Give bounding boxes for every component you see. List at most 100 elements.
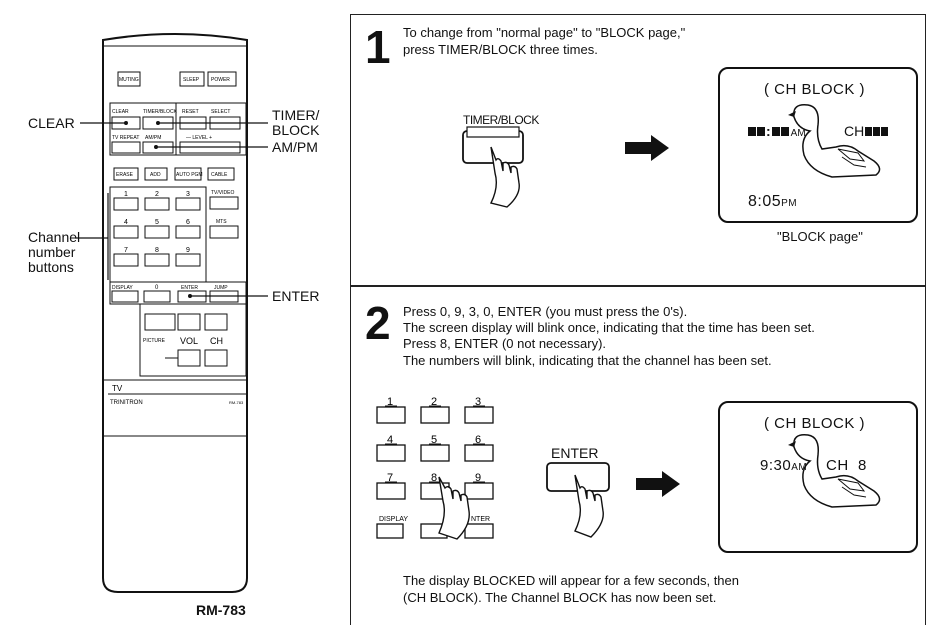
ampm-label-small: AM/PM: [145, 135, 161, 141]
svg-text:VOL: VOL: [180, 336, 198, 346]
remote-digit-label-3: 3: [186, 191, 190, 198]
remote-model-label: RM-783: [196, 602, 246, 618]
step1-caption: "BLOCK page": [777, 229, 863, 244]
remote-digit-label-8: 8: [155, 247, 159, 254]
remote-digit-button-1[interactable]: [113, 197, 139, 211]
keypad-digit-label-9: 9: [475, 472, 481, 484]
remote-digit-button-8[interactable]: [144, 253, 170, 267]
remote-digit-label-4: 4: [124, 219, 128, 226]
keypad-digit-button-9[interactable]: [464, 482, 494, 500]
step1-screen-title: ( CH BLOCK ): [764, 81, 866, 98]
step1-panel: 1 To change from "normal page" to "BLOCK…: [350, 14, 926, 286]
remote-digit-button-4[interactable]: [113, 225, 139, 239]
swan-icon: [788, 434, 881, 508]
svg-text:PICTURE: PICTURE: [143, 338, 166, 344]
step2-panel: 2 Press 0, 9, 3, 0, ENTER (you must pres…: [350, 286, 926, 625]
remote-digit-button-6[interactable]: [175, 225, 201, 239]
remote-model-small: RM-783: [229, 400, 244, 405]
remote-digit-button-3[interactable]: [175, 197, 201, 211]
step2-screen-title: ( CH BLOCK ): [764, 415, 866, 432]
display-button: [111, 290, 139, 303]
svg-text:ADD: ADD: [150, 172, 161, 178]
ch-up-button: [204, 313, 228, 331]
svg-text:ERASE: ERASE: [116, 172, 134, 178]
step2-instruction-line1: Press 0, 9, 3, 0, ENTER (you must press …: [403, 304, 688, 319]
keypad-display-label: DISPLAY: [379, 516, 408, 523]
sleep-button: [179, 71, 205, 87]
step2-footer-line2: (CH BLOCK). The Channel BLOCK has now be…: [403, 590, 717, 605]
keypad-digit-button-3[interactable]: [464, 406, 494, 424]
keypad-digit-button-6[interactable]: [464, 444, 494, 462]
callout-timer-block: TIMER/ BLOCK: [272, 107, 320, 138]
remote-digit-button-5[interactable]: [144, 225, 170, 239]
vol-down-button: [177, 349, 201, 367]
keypad-digit-button-5[interactable]: [420, 444, 450, 462]
mts-button: [209, 225, 239, 239]
keypad-digit-label-3: 3: [475, 396, 481, 408]
timer-block-press-illustration: [462, 126, 524, 208]
timer-block-button-label: TIMER/BLOCK: [463, 113, 539, 127]
remote-digit-button-7[interactable]: [113, 253, 139, 267]
remote-digit-label-9: 9: [186, 247, 190, 254]
step1-tv-screen: ( CH BLOCK ) :AM CH 8:05PM: [718, 67, 918, 223]
svg-text:CH: CH: [210, 336, 223, 346]
step2-instruction-line2: The screen display will blink once, indi…: [403, 320, 815, 335]
enter-button-label: ENTER: [551, 445, 599, 461]
vol-up-button: [177, 313, 201, 331]
svg-text:TV/VIDEO: TV/VIDEO: [211, 190, 234, 196]
step1-number: 1: [365, 21, 391, 73]
level-label-small: — LEVEL +: [186, 135, 212, 141]
svg-text:DISPLAY: DISPLAY: [112, 285, 133, 291]
keypad-digit-label-4: 4: [387, 434, 393, 446]
keypad-digit-label-7: 7: [387, 472, 393, 484]
keypad-digit-button-7[interactable]: [376, 482, 406, 500]
step1-screen-ampm: AM: [790, 128, 806, 139]
remote-digit-button-9[interactable]: [175, 253, 201, 267]
keypad-digit-label-2: 2: [431, 396, 437, 408]
keypad-digit-label-5: 5: [431, 434, 437, 446]
svg-text:MTS: MTS: [216, 219, 227, 225]
add-button: [144, 167, 168, 181]
remote-digit-button-2[interactable]: [144, 197, 170, 211]
step2-screen-channel: CH 8: [826, 457, 867, 474]
power-label: POWER: [211, 77, 230, 83]
step2-instruction-line3: Press 8, ENTER (0 not necessary).: [403, 336, 607, 351]
callout-clear: CLEAR: [28, 115, 75, 131]
step1-screen-time-placeholder: :AM: [748, 123, 806, 139]
remote-digit-label-7: 7: [124, 247, 128, 254]
tv-video-button: [209, 196, 239, 210]
arrow-right-icon: [636, 471, 680, 497]
step2-tv-screen: ( CH BLOCK ) 9:30AM CH 8: [718, 401, 918, 553]
step1-screen-clock: 8:05PM: [748, 193, 798, 210]
step1-instruction-line2: press TIMER/BLOCK three times.: [403, 42, 598, 57]
trinitron-label: TRINITRON: [110, 400, 143, 406]
step1-instruction-line1: To change from "normal page" to "BLOCK p…: [403, 25, 686, 40]
callout-ampm: AM/PM: [272, 139, 318, 155]
cable-button: [207, 167, 235, 181]
step2-number: 2: [365, 297, 391, 349]
keypad-digit-button-4[interactable]: [376, 444, 406, 462]
svg-text:ENTER: ENTER: [181, 285, 198, 291]
ch-down-button: [204, 349, 228, 367]
keypad-enter-label: NTER: [471, 516, 490, 523]
callout-enter: ENTER: [272, 288, 320, 304]
keypad-digit-button-1[interactable]: [376, 406, 406, 424]
arrow-right-icon: [625, 135, 669, 161]
step2-footer-line1: The display BLOCKED will appear for a fe…: [403, 573, 740, 588]
step2-screen-time: 9:30AM: [760, 457, 808, 474]
remote-control-illustration: MUTING SLEEP POWER CLEAR TIMER/BLOCK RES…: [75, 33, 268, 593]
select-label-small: SELECT: [211, 109, 230, 115]
enter-press-illustration: [546, 462, 610, 538]
tv-repeat-button: [111, 141, 141, 154]
svg-text:JUMP: JUMP: [214, 285, 228, 291]
tv-label: TV: [112, 384, 123, 393]
keypad-digit-button-2[interactable]: [420, 406, 450, 424]
svg-text:0: 0: [155, 285, 159, 291]
step1-screen-ch: CH: [844, 123, 889, 139]
pressing-hand-icon: [574, 474, 604, 538]
tvrepeat-label-small: TV REPEAT: [112, 135, 139, 141]
remote-digit-label-6: 6: [186, 219, 190, 226]
sleep-label: SLEEP: [183, 77, 200, 83]
